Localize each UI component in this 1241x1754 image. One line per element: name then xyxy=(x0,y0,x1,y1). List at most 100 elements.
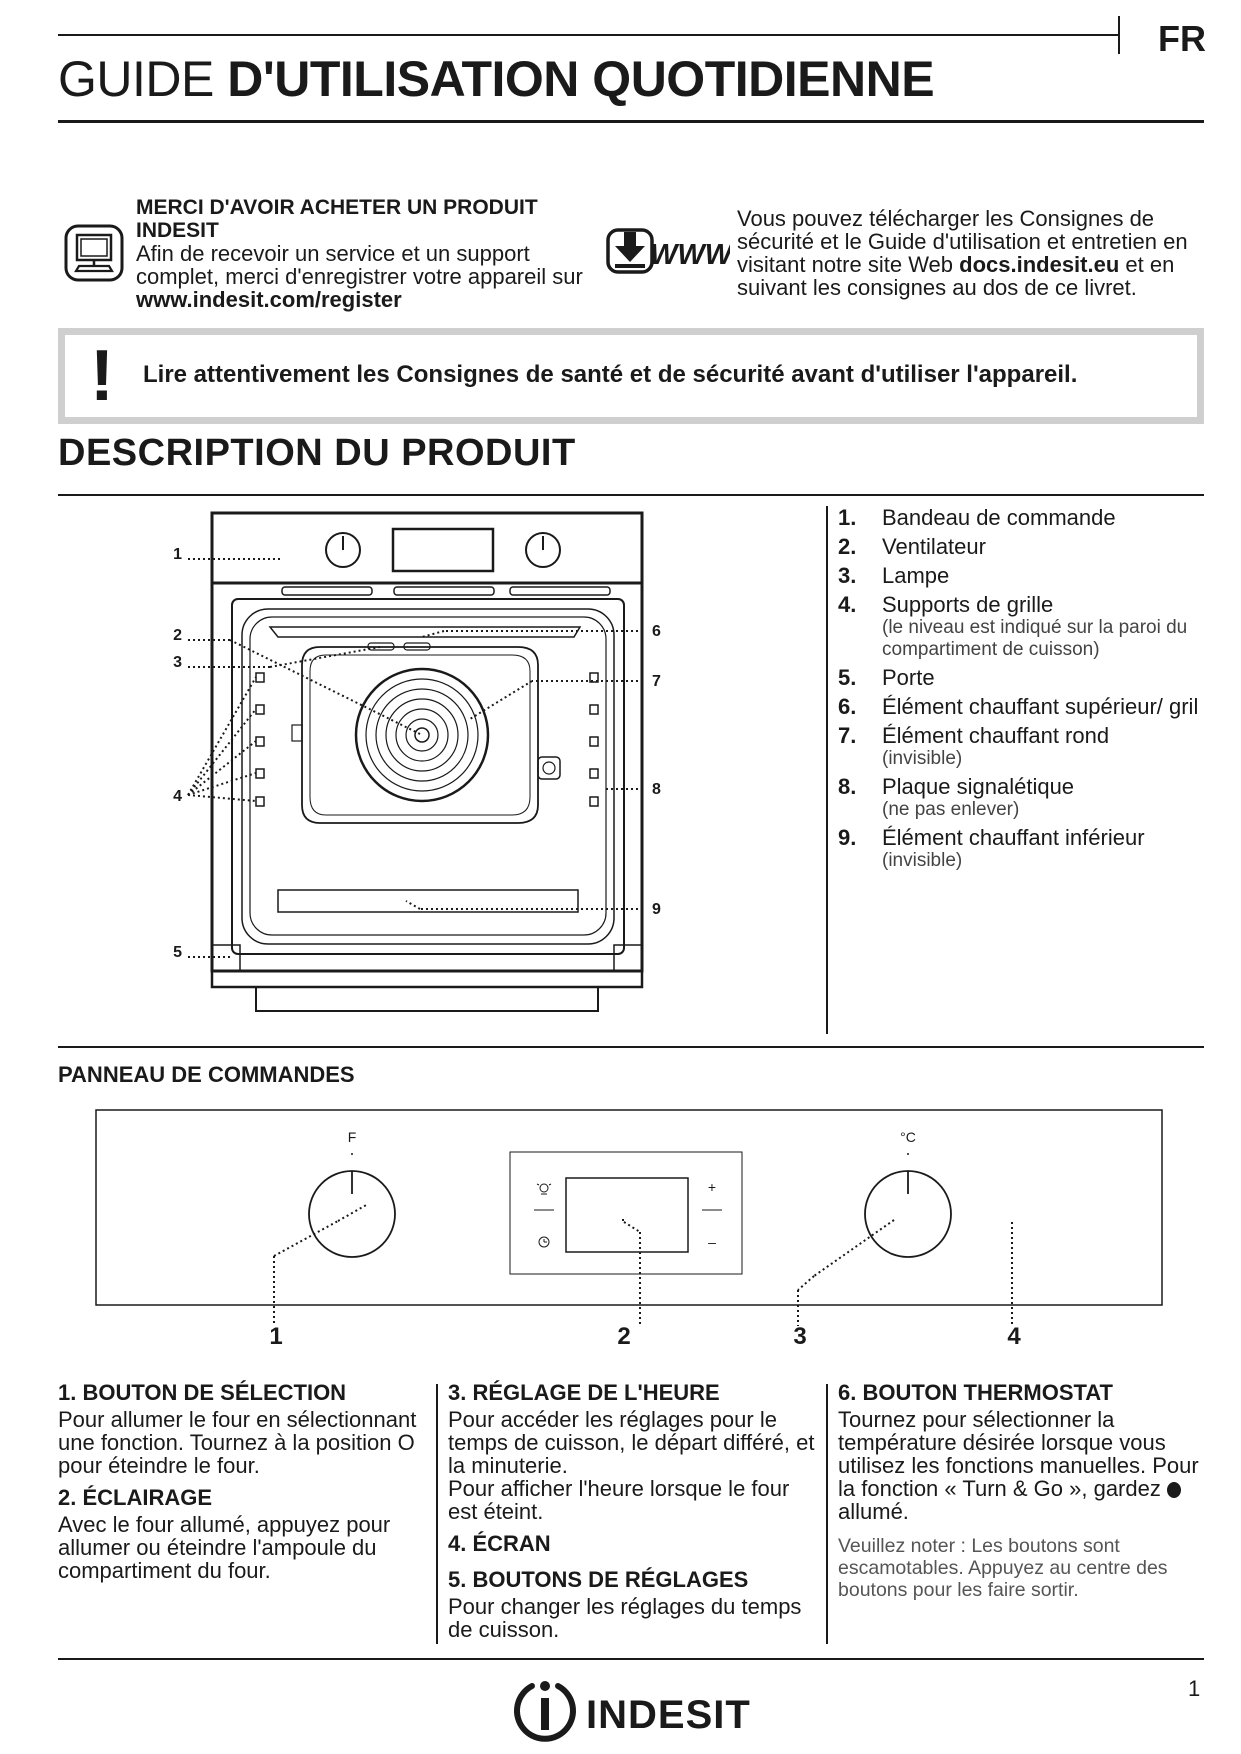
computer-monitor-icon xyxy=(64,224,124,282)
part-number: 3. xyxy=(838,563,857,588)
filled-circle-icon xyxy=(1166,1482,1181,1498)
header-tick xyxy=(1118,16,1120,54)
list-item: 7. Élément chauffant rond(invisible) xyxy=(838,724,1208,770)
control-panel-diagram: F °C + – 1 2 3 4 xyxy=(95,1109,1163,1348)
part-label: Élément chauffant supérieur/ gril xyxy=(882,694,1199,719)
diagram-label-8: 8 xyxy=(652,781,661,798)
part-label: Élément chauffant inférieur xyxy=(882,825,1145,850)
part-note: (invisible) xyxy=(882,748,963,769)
diagram-label-6: 6 xyxy=(652,623,661,640)
part-note: (invisible) xyxy=(882,850,963,871)
web-link[interactable]: docs.indesit.eu xyxy=(959,252,1120,277)
part-label: Ventilateur xyxy=(882,534,986,559)
list-item: 8. Plaque signalétique(ne pas enlever) xyxy=(838,775,1208,821)
diagram-label-2: 2 xyxy=(173,627,182,644)
panel-callout-3: 3 xyxy=(793,1323,806,1348)
header-top-rule xyxy=(58,34,1120,36)
part-label: Supports de grille xyxy=(882,592,1054,617)
register-text: Afin de recevoir un service et un suppor… xyxy=(136,242,606,311)
list-item: 4. Supports de grille(le niveau est indiq… xyxy=(838,593,1208,661)
section-heading: 5. BOUTONS DE RÉGLAGES xyxy=(448,1567,749,1592)
diagram-label-4: 4 xyxy=(173,788,182,805)
part-label: Élément chauffant rond xyxy=(882,723,1110,748)
exclamation-icon: ! xyxy=(90,336,114,416)
knob-right-label: °C xyxy=(900,1129,916,1145)
part-number: 4. xyxy=(838,592,857,617)
section-text: Avec le four allumé, appuyez pour allume… xyxy=(58,1512,391,1583)
section-heading: 3. RÉGLAGE DE L'HEURE xyxy=(448,1380,720,1405)
brand-name: INDESIT xyxy=(586,1693,750,1737)
section-text-after: allumé. xyxy=(838,1499,909,1524)
part-label: Bandeau de commande xyxy=(882,505,1116,530)
part-label: Plaque signalétique xyxy=(882,774,1075,799)
diagram-label-7: 7 xyxy=(652,673,661,690)
panel-rule xyxy=(58,1046,1204,1048)
diagram-label-9: 9 xyxy=(652,901,661,918)
language-tag: FR xyxy=(1158,18,1206,59)
title-light: GUIDE xyxy=(58,51,228,107)
part-note: (ne pas enlever) xyxy=(882,799,1020,820)
column-divider-2 xyxy=(826,1384,828,1644)
column-1: 1. BOUTON DE SÉLECTION Pour allumer le f… xyxy=(58,1380,428,1590)
panel-callout-1: 1 xyxy=(269,1323,282,1348)
column-3: 6. BOUTON THERMOSTAT Tournez pour sélect… xyxy=(838,1380,1210,1609)
section-text: Pour accéder les réglages pour le temps … xyxy=(448,1407,815,1478)
section-note: Veuillez noter : Les boutons sont escamo… xyxy=(838,1535,1168,1601)
section-heading: 1. BOUTON DE SÉLECTION xyxy=(58,1380,347,1405)
list-item: 5. Porte xyxy=(838,666,1208,690)
minus-icon: – xyxy=(708,1234,716,1250)
plus-icon: + xyxy=(708,1179,716,1195)
list-item: 6. Élément chauffant supérieur/ gril xyxy=(838,695,1208,719)
register-link[interactable]: www.indesit.com/register xyxy=(136,287,402,312)
indesit-logo: INDESIT xyxy=(514,1681,750,1742)
column-2: 3. RÉGLAGE DE L'HEURE Pour accéder les r… xyxy=(448,1380,820,1649)
part-number: 2. xyxy=(838,534,857,559)
panel-callout-4: 4 xyxy=(1007,1323,1021,1348)
diagram-label-1: 1 xyxy=(173,546,182,563)
part-number: 5. xyxy=(838,665,857,690)
panel-callout-2: 2 xyxy=(617,1323,630,1348)
part-number: 9. xyxy=(838,825,857,850)
section-text-before: Tournez pour sélectionner la température… xyxy=(838,1407,1199,1501)
diagram-label-5: 5 xyxy=(173,944,182,961)
column-divider-1 xyxy=(436,1384,438,1644)
list-item: 2. Ventilateur xyxy=(838,535,1208,559)
part-label: Porte xyxy=(882,665,935,690)
title-bold: D'UTILISATION QUOTIDIENNE xyxy=(227,51,935,107)
section-text: Pour allumer le four en sélectionnant un… xyxy=(58,1407,417,1478)
list-item: 3. Lampe xyxy=(838,564,1208,588)
part-number: 7. xyxy=(838,723,857,748)
www-label: WWW xyxy=(650,239,730,271)
part-number: 6. xyxy=(838,694,857,719)
page-title: GUIDE D'UTILISATION QUOTIDIENNE xyxy=(58,50,935,108)
diagram-label-3: 3 xyxy=(173,654,182,671)
list-item: 1. Bandeau de commande xyxy=(838,506,1208,530)
section-text: Pour afficher l'heure lorsque le four es… xyxy=(448,1476,790,1524)
download-icon: WWW xyxy=(606,228,730,274)
part-label: Lampe xyxy=(882,563,950,588)
section-title-panel: PANNEAU DE COMMANDES xyxy=(58,1062,355,1087)
parts-list: 1. Bandeau de commande 2. Ventilateur 3. La… xyxy=(838,506,1208,877)
footer-rule xyxy=(58,1658,1204,1660)
description-divider xyxy=(826,506,828,1034)
header-bottom-rule xyxy=(58,120,1204,123)
section-heading: 6. BOUTON THERMOSTAT xyxy=(838,1380,1113,1405)
section-heading: 2. ÉCLAIRAGE xyxy=(58,1485,213,1510)
part-number: 8. xyxy=(838,774,857,799)
list-item: 9. Élément chauffant inférieur(invisible) xyxy=(838,826,1208,872)
page-number: 1 xyxy=(1188,1676,1201,1701)
section-text: Tournez pour sélectionner la température… xyxy=(838,1408,1210,1523)
oven-diagram: 1 2 3 4 5 6 7 8 9 xyxy=(173,511,661,1012)
knob-left-label: F xyxy=(348,1129,357,1145)
part-note: (le niveau est indiqué sur la paroi du c… xyxy=(882,617,1188,660)
register-text-body: Afin de recevoir un service et un suppor… xyxy=(136,241,583,289)
description-rule xyxy=(58,494,1204,496)
web-text-after: et en suivant les consignes au dos de ce… xyxy=(737,252,1175,300)
web-text: Vous pouvez télécharger les Consignes de… xyxy=(737,207,1207,299)
section-heading: 4. ÉCRAN xyxy=(448,1531,551,1556)
warning-text: Lire attentivement les Consignes de sant… xyxy=(143,361,1078,388)
section-text: Pour changer les réglages du temps de cu… xyxy=(448,1594,802,1642)
register-title: MERCI D'AVOIR ACHETER UN PRODUIT INDESIT xyxy=(136,196,538,242)
warning-box xyxy=(58,328,1204,424)
part-number: 1. xyxy=(838,505,857,530)
